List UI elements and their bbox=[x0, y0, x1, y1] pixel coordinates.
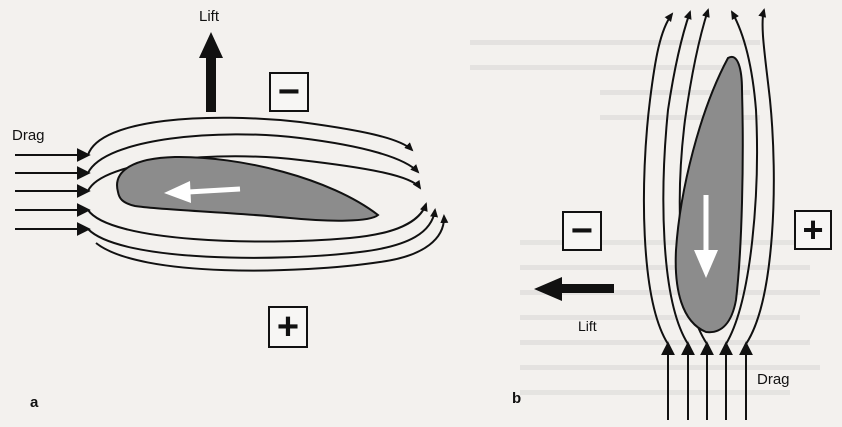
panel-label-a: a bbox=[30, 394, 38, 411]
positive-pressure-sign-a: + bbox=[268, 306, 308, 348]
gliding-body-a bbox=[117, 157, 378, 221]
panel-label-b: b bbox=[512, 390, 521, 407]
drag-label-a: Drag bbox=[12, 127, 45, 144]
gliding-body-b bbox=[676, 57, 743, 332]
panel-a bbox=[15, 32, 444, 271]
lift-arrow-b bbox=[534, 277, 614, 301]
lift-label-a: Lift bbox=[199, 8, 219, 25]
negative-pressure-sign-a: − bbox=[269, 72, 309, 112]
drag-flow-lines-a bbox=[15, 155, 88, 229]
positive-pressure-sign-b: + bbox=[794, 210, 832, 250]
drag-flow-lines-b bbox=[668, 344, 746, 420]
negative-pressure-sign-b: − bbox=[562, 211, 602, 251]
drag-label-b: Drag bbox=[757, 371, 790, 388]
lift-arrow-a bbox=[199, 32, 223, 112]
lift-label-b: Lift bbox=[578, 318, 597, 334]
